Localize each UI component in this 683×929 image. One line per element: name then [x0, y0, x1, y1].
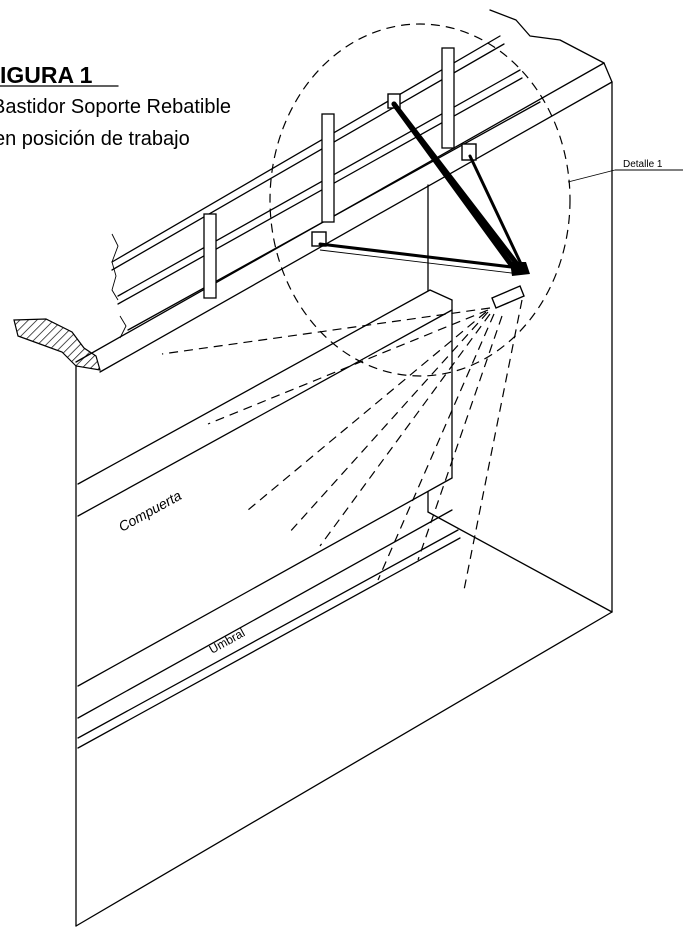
swing-path-line: [463, 299, 523, 591]
detail-leader-line: [567, 169, 616, 183]
deck-front-edge-lower: [99, 81, 613, 373]
rail-break-line: [111, 233, 119, 301]
swing-path-line: [319, 313, 491, 547]
floor-back-edge: [427, 511, 613, 613]
detail-callout: Detalle 1: [567, 159, 683, 183]
frame-bracket: [461, 143, 477, 161]
detail-circle: [269, 23, 571, 377]
frame-strut: [391, 101, 515, 269]
frame-hinge: [510, 262, 530, 276]
support-frame: [311, 93, 530, 309]
swing-path-line: [247, 311, 487, 511]
swing-path-line: [207, 309, 489, 425]
swing-path-line: [161, 307, 491, 355]
gate-lower-edge: [77, 509, 453, 719]
figure-subtitle-line2: en posición de trabajo: [0, 128, 190, 150]
frame-strut: [318, 242, 522, 270]
swing-path-line: [377, 313, 495, 581]
swing-path-lines: [161, 299, 523, 591]
gate-top-face-line: [77, 309, 453, 517]
railing-post: [441, 47, 455, 149]
sill-bottom-edge: [77, 537, 461, 749]
frame-bracket: [311, 231, 327, 247]
rail-break-line: [119, 315, 127, 339]
rail-line: [111, 35, 501, 263]
rail-line: [111, 43, 505, 271]
railing-post: [203, 213, 217, 299]
swing-path-line: [287, 311, 489, 535]
bottom-front-edge: [75, 611, 613, 927]
gate-panel: Compuerta: [77, 289, 453, 719]
deck-break-line: [489, 9, 605, 64]
hatched-section: [13, 318, 101, 371]
figure-title: IGURA 1: [0, 62, 93, 88]
rail-line: [117, 77, 523, 305]
sill-label: Umbral: [207, 626, 248, 657]
railing-post: [321, 113, 335, 223]
frame-strut-edge: [319, 249, 521, 275]
frame-strut: [468, 154, 524, 268]
swing-path-line: [417, 315, 503, 561]
detail-label: Detalle 1: [623, 159, 663, 170]
figure-subtitle-line1: Bastidor Soporte Rebatible: [0, 96, 231, 118]
gate-bottom-edge: [77, 477, 453, 687]
sill-top-edge: [77, 529, 459, 739]
deck-right-corner: [603, 62, 613, 83]
gate-fill: [78, 290, 452, 686]
gate-top-edge: [77, 289, 453, 485]
frame-foot: [491, 285, 525, 309]
figure-title-block: IGURA 1 Bastidor Soporte Rebatible en po…: [0, 62, 231, 150]
deck-railings: [111, 35, 541, 339]
